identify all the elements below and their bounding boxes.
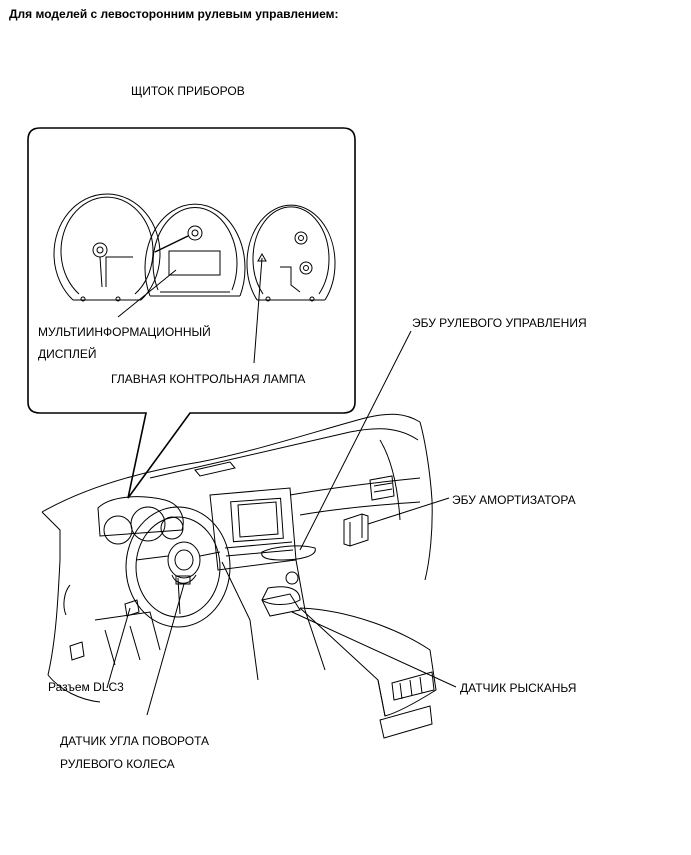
center-gauge	[144, 203, 246, 297]
label-yaw-sensor: ДАТЧИК РЫСКАНЬЯ	[460, 681, 577, 695]
rear-vents	[391, 671, 435, 701]
label-steering-angle-2: РУЛЕВОГО КОЛЕСА	[60, 757, 175, 771]
page-header: Для моделей с левосторонним рулевым упра…	[9, 7, 339, 21]
dashboard-top	[41, 413, 421, 513]
yaw-sensor-part	[261, 593, 301, 617]
leader-steering-angle	[146, 583, 185, 716]
center-display	[230, 497, 284, 543]
label-steering-ecu: ЭБУ РУЛЕВОГО УПРАВЛЕНИЯ	[412, 316, 587, 330]
leader-steering-ecu	[299, 330, 412, 551]
right-vent	[369, 475, 395, 501]
dash-left-edge	[47, 559, 61, 676]
leader-absorber-ecu	[367, 497, 450, 525]
label-master-warning-lamp: ГЛАВНАЯ КОНТРОЛЬНАЯ ЛАМПА	[111, 372, 306, 386]
label-multi-display-1: МУЛЬТИИНФОРМАЦИОННЫЙ	[38, 325, 211, 339]
instrument-cluster-inset	[27, 127, 356, 499]
leader-yaw-sensor	[291, 611, 457, 688]
label-steering-angle-1: ДАТЧИК УГЛА ПОВОРОТА	[60, 734, 210, 748]
absorber-ecu-box	[343, 513, 369, 547]
dash-cluster-hood	[97, 496, 184, 537]
right-gauge	[246, 204, 336, 302]
label-absorber-ecu: ЭБУ АМОРТИЗАТОРА	[452, 493, 576, 507]
leader-multi-display	[117, 269, 177, 318]
label-multi-display-2: ДИСПЛЕЙ	[38, 347, 97, 361]
label-dlc3: Разъем DLC3	[48, 680, 124, 694]
gear-shifter-knob	[285, 571, 299, 585]
leader-dlc3	[106, 607, 131, 689]
gear-shifter-base	[261, 586, 301, 605]
dlc3-connector	[124, 599, 140, 617]
center-console	[299, 607, 437, 717]
steering-wheel	[125, 506, 231, 628]
leader-warning-lamp	[253, 257, 263, 364]
inset-title: ЩИТОК ПРИБОРОВ	[131, 84, 245, 98]
left-gauge	[53, 193, 161, 302]
steering-ecu-part	[261, 545, 316, 561]
